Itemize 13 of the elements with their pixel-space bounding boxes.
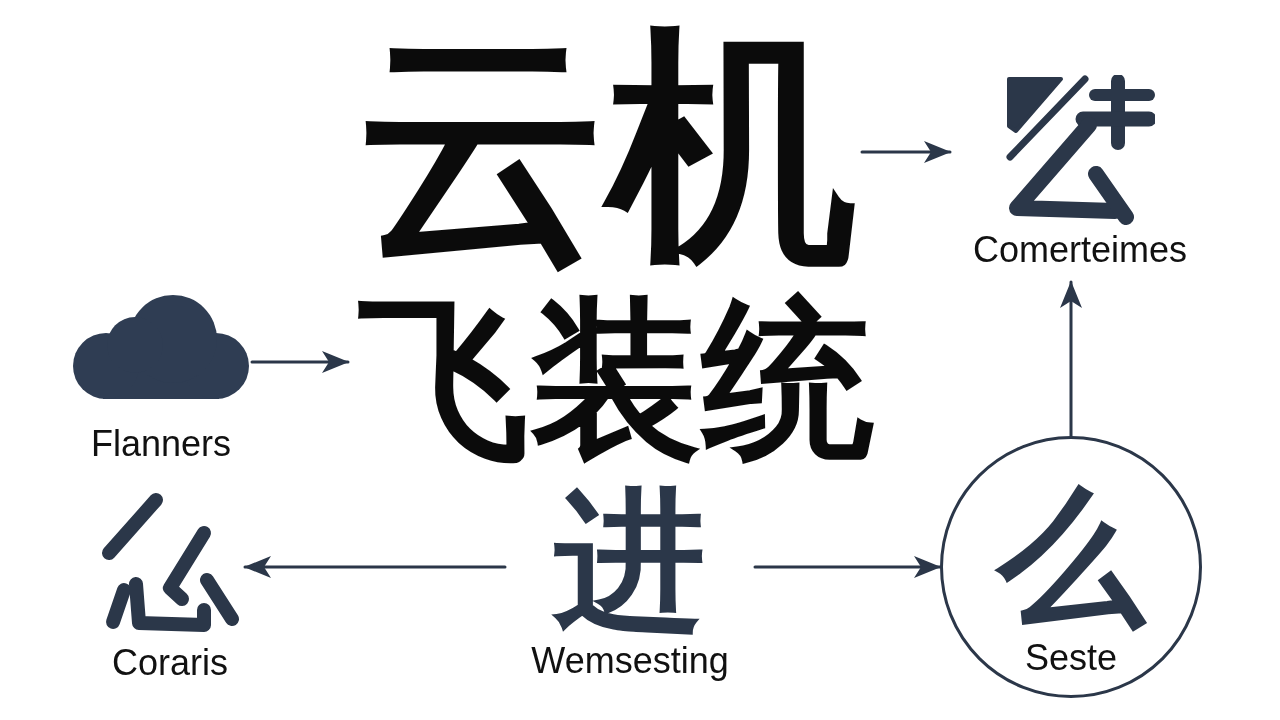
caption-label: Seste [1024,636,1118,680]
caption-label: Comerteimes [972,228,1188,272]
arrow [250,351,350,373]
caption-label: Wemsesting [531,639,729,683]
arrow [1060,280,1082,438]
headline-text: 飞装统 [348,290,883,470]
circle-node [940,436,1202,698]
arrow [243,556,507,578]
caption-label: Flanners [90,422,232,466]
caption-label: Coraris [112,641,228,685]
arrow [753,556,942,578]
arrow [860,141,952,163]
headline-text: 云机 [352,18,862,278]
